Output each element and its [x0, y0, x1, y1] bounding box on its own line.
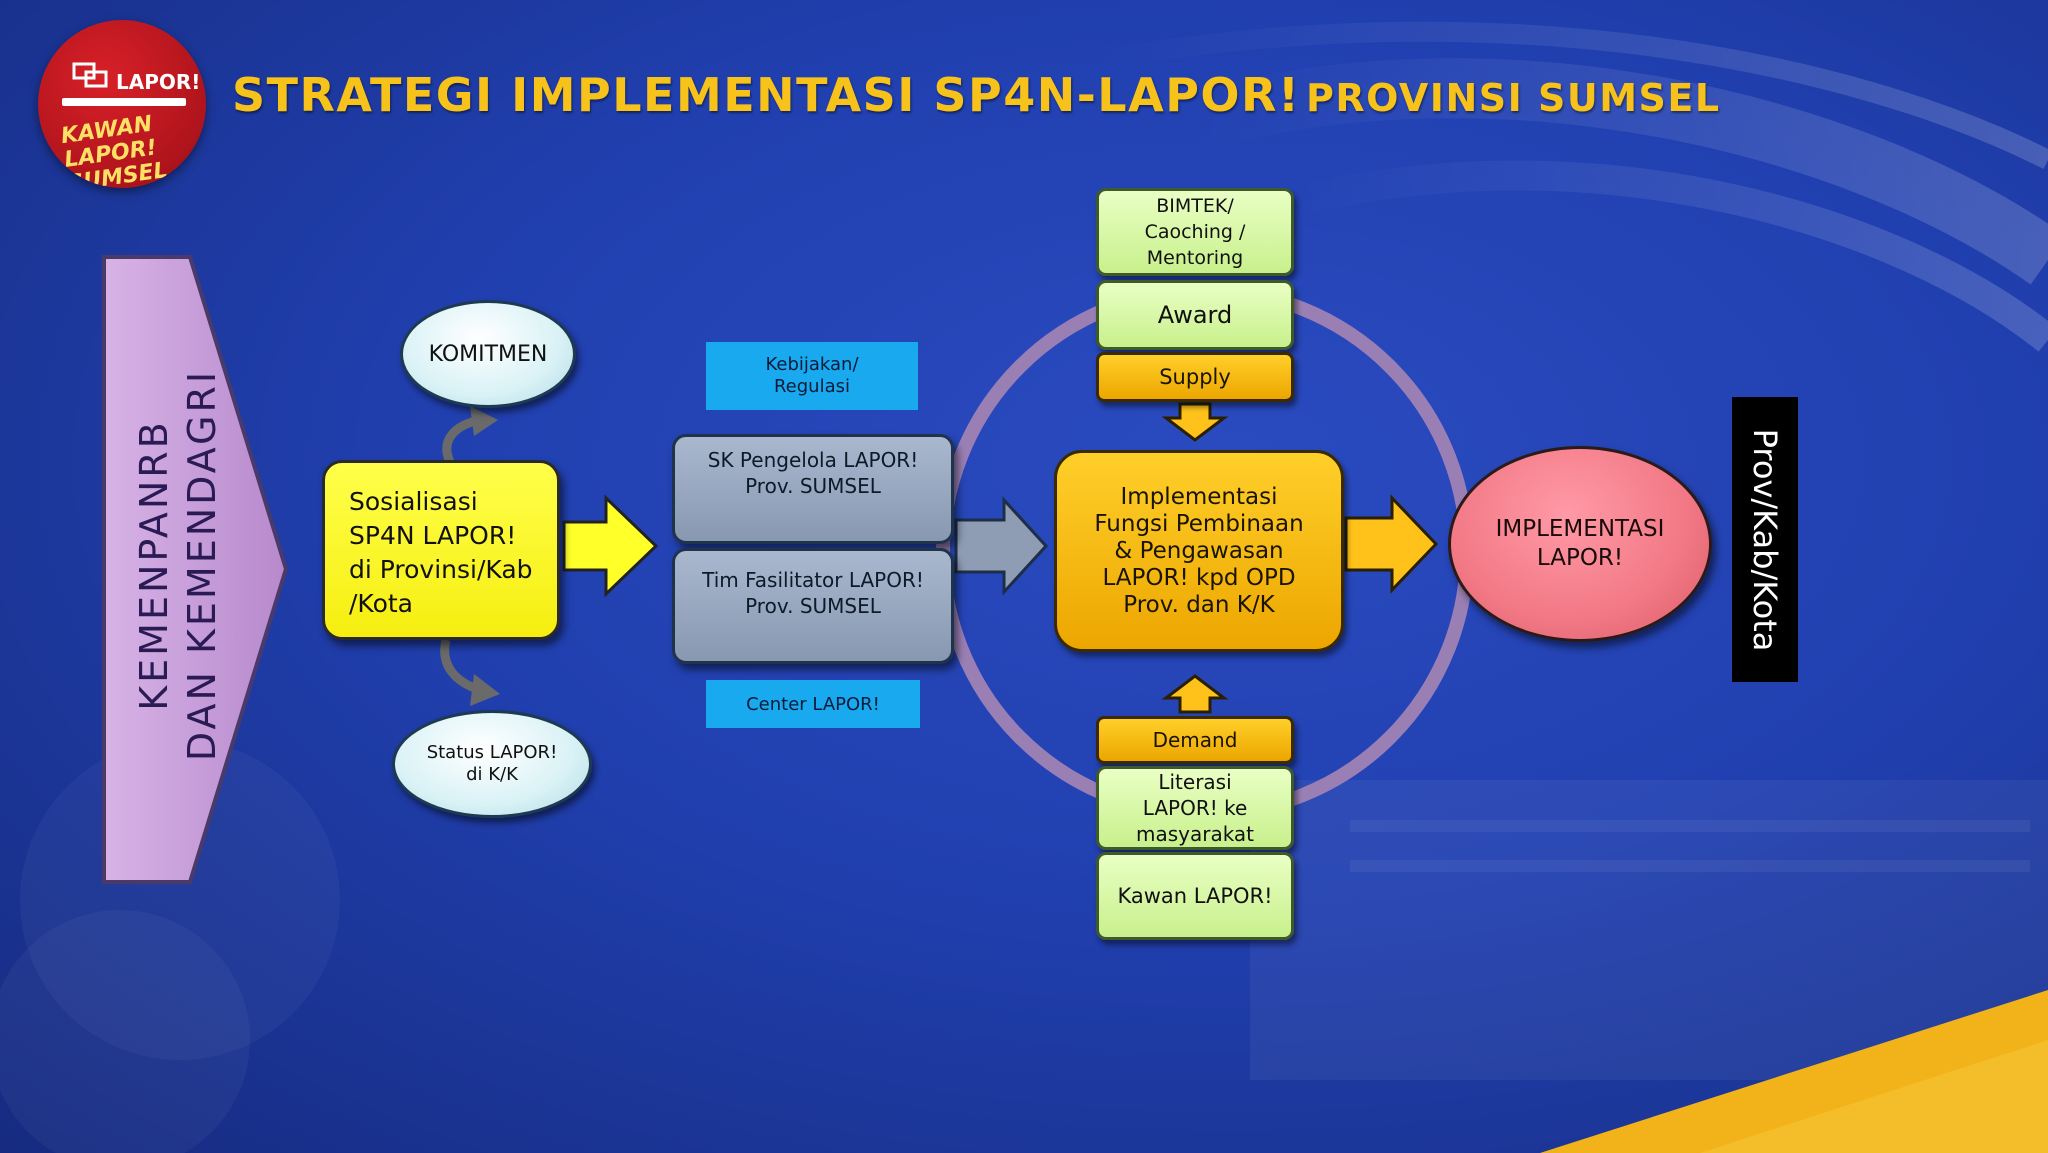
label-kebijakan: Kebijakan/ Regulasi [706, 342, 918, 410]
supply-label: Supply [1159, 365, 1231, 389]
label-center-lapor: Center LAPOR! [706, 680, 920, 728]
literasi-line: LAPOR! ke [1142, 796, 1248, 820]
title-sub: PROVINSI SUMSEL [1306, 76, 1721, 120]
kemen-arrow-shape [102, 255, 289, 884]
center-lapor-text: Center LAPOR! [746, 693, 880, 715]
komitmen-label: KOMITMEN [428, 341, 548, 367]
node-literasi: Literasi LAPOR! ke masyarakat [1096, 766, 1294, 850]
arrow-to-komitmen-head [470, 406, 498, 436]
sosialisasi-line: di Provinsi/Kab [349, 555, 533, 584]
block-arrow-icon-gold-down [1161, 402, 1229, 442]
bimtek-line: Mentoring [1146, 247, 1244, 269]
sk-line: Prov. SUMSEL [745, 474, 881, 498]
status-line2: di K/K [466, 764, 518, 785]
block-arrow-icon-gold-up [1161, 674, 1229, 714]
sosialisasi-line: Sosialisasi [349, 487, 478, 516]
impl-lapor-line: IMPLEMENTASI [1495, 516, 1665, 542]
node-supply: Supply [1096, 352, 1294, 402]
impl-fungsi-line: Fungsi Pembinaan [1094, 510, 1304, 537]
impl-fungsi-line: & Pengawasan [1114, 537, 1284, 564]
kemen-line2: DAN KEMENDAGRI [180, 368, 225, 762]
sosialisasi-line: SP4N LAPOR! [349, 521, 517, 550]
block-arrow-icon-gold-right [1344, 494, 1439, 594]
node-demand: Demand [1096, 716, 1294, 764]
tim-line: Tim Fasilitator LAPOR! [702, 568, 924, 592]
status-line1: Status LAPOR! [426, 742, 558, 763]
bimtek-line: BIMTEK/ [1156, 195, 1234, 217]
block-arrow-icon-yellow [562, 494, 659, 598]
sk-line: SK Pengelola LAPOR! [707, 448, 919, 472]
literasi-line: Literasi [1158, 770, 1232, 794]
sosialisasi-line: /Kota [349, 589, 413, 618]
prov-bar-label: Prov/Kab/Kota [1746, 428, 1784, 651]
literasi-line: masyarakat [1135, 822, 1255, 846]
kemen-line1: KEMENPANRB [132, 419, 177, 711]
arrow-to-status-head [470, 674, 500, 706]
kebijakan-line: Regulasi [773, 376, 851, 397]
node-sosialisasi: Sosialisasi SP4N LAPOR! di Provinsi/Kab … [322, 460, 560, 640]
page-title: STRATEGI IMPLEMENTASI SP4N-LAPOR! PROVIN… [232, 68, 1721, 122]
award-label: Award [1157, 301, 1233, 329]
block-arrow-icon-gray [954, 496, 1049, 596]
node-award: Award [1096, 280, 1294, 350]
demand-label: Demand [1152, 728, 1238, 752]
node-komitmen: KOMITMEN [400, 300, 576, 408]
prov-kab-kota-bar: Prov/Kab/Kota [1732, 397, 1798, 682]
logo-name: LAPOR! [116, 70, 201, 94]
kawan-label: Kawan LAPOR! [1117, 884, 1273, 908]
kemen-label: KEMENPANRB DAN KEMENDAGRI [118, 330, 238, 800]
bimtek-line: Caoching / [1144, 221, 1246, 243]
node-kawan-lapor: Kawan LAPOR! [1096, 852, 1294, 940]
node-status-lapor: Status LAPOR! di K/K [392, 710, 592, 818]
impl-lapor-line: LAPOR! [1536, 545, 1624, 571]
tim-line: Prov. SUMSEL [745, 594, 881, 618]
node-sk-pengelola: SK Pengelola LAPOR! Prov. SUMSEL [672, 434, 954, 544]
lapor-logo-icon: LAPOR! KAWAN LAPOR! SUMSEL [38, 20, 206, 188]
impl-fungsi-line: Implementasi [1120, 483, 1278, 510]
node-bimtek: BIMTEK/ Caoching / Mentoring [1096, 188, 1294, 276]
logo-squares-icon [72, 62, 108, 88]
title-main: STRATEGI IMPLEMENTASI SP4N-LAPOR! [232, 68, 1301, 122]
impl-fungsi-line: Prov. dan K/K [1123, 591, 1275, 618]
node-tim-fasilitator: Tim Fasilitator LAPOR! Prov. SUMSEL [672, 548, 954, 664]
node-implementasi-fungsi: Implementasi Fungsi Pembinaan & Pengawas… [1054, 450, 1344, 652]
logo-strip [62, 98, 186, 106]
impl-fungsi-line: LAPOR! kpd OPD [1102, 564, 1296, 591]
node-implementasi-lapor: IMPLEMENTASI LAPOR! [1448, 446, 1712, 642]
kebijakan-line: Kebijakan/ [765, 354, 859, 375]
